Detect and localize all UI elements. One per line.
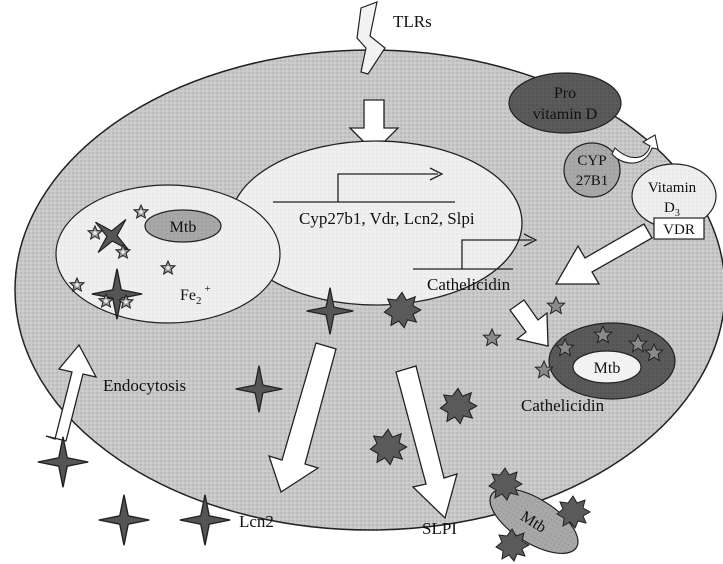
vdr-label: VDR: [663, 222, 695, 238]
endocytosis-label: Endocytosis: [103, 376, 186, 395]
cyp-label-1: CYP: [577, 153, 606, 169]
cathelicidin-gene-label: Cathelicidin: [427, 275, 511, 294]
pro-vitamin-label-2: vitamin D: [533, 106, 597, 123]
lcn2-label: Lcn2: [239, 512, 274, 531]
pro-vitamin-d: [509, 73, 621, 133]
mtb-phagosome: [56, 185, 280, 323]
slpi-label: SLPI: [422, 519, 457, 538]
cathelicidin-peptide-label: Cathelicidin: [521, 396, 605, 415]
tlrs-label: TLRs: [393, 12, 432, 31]
cyp-label-2: 27B1: [576, 173, 609, 189]
mtb-phagosome-label: Mtb: [170, 219, 197, 236]
lipocalin-star-icon: [99, 495, 149, 545]
pro-vitamin-label-1: Pro: [554, 85, 576, 102]
slpi-burst-icon: [496, 529, 529, 561]
mtb-cathelicidin-label: Mtb: [594, 360, 621, 377]
vitamin-label-1: Vitamin: [648, 180, 697, 196]
genes-label: Cyp27b1, Vdr, Lcn2, Slpi: [299, 209, 475, 228]
lipocalin-star-icon: [38, 437, 88, 487]
